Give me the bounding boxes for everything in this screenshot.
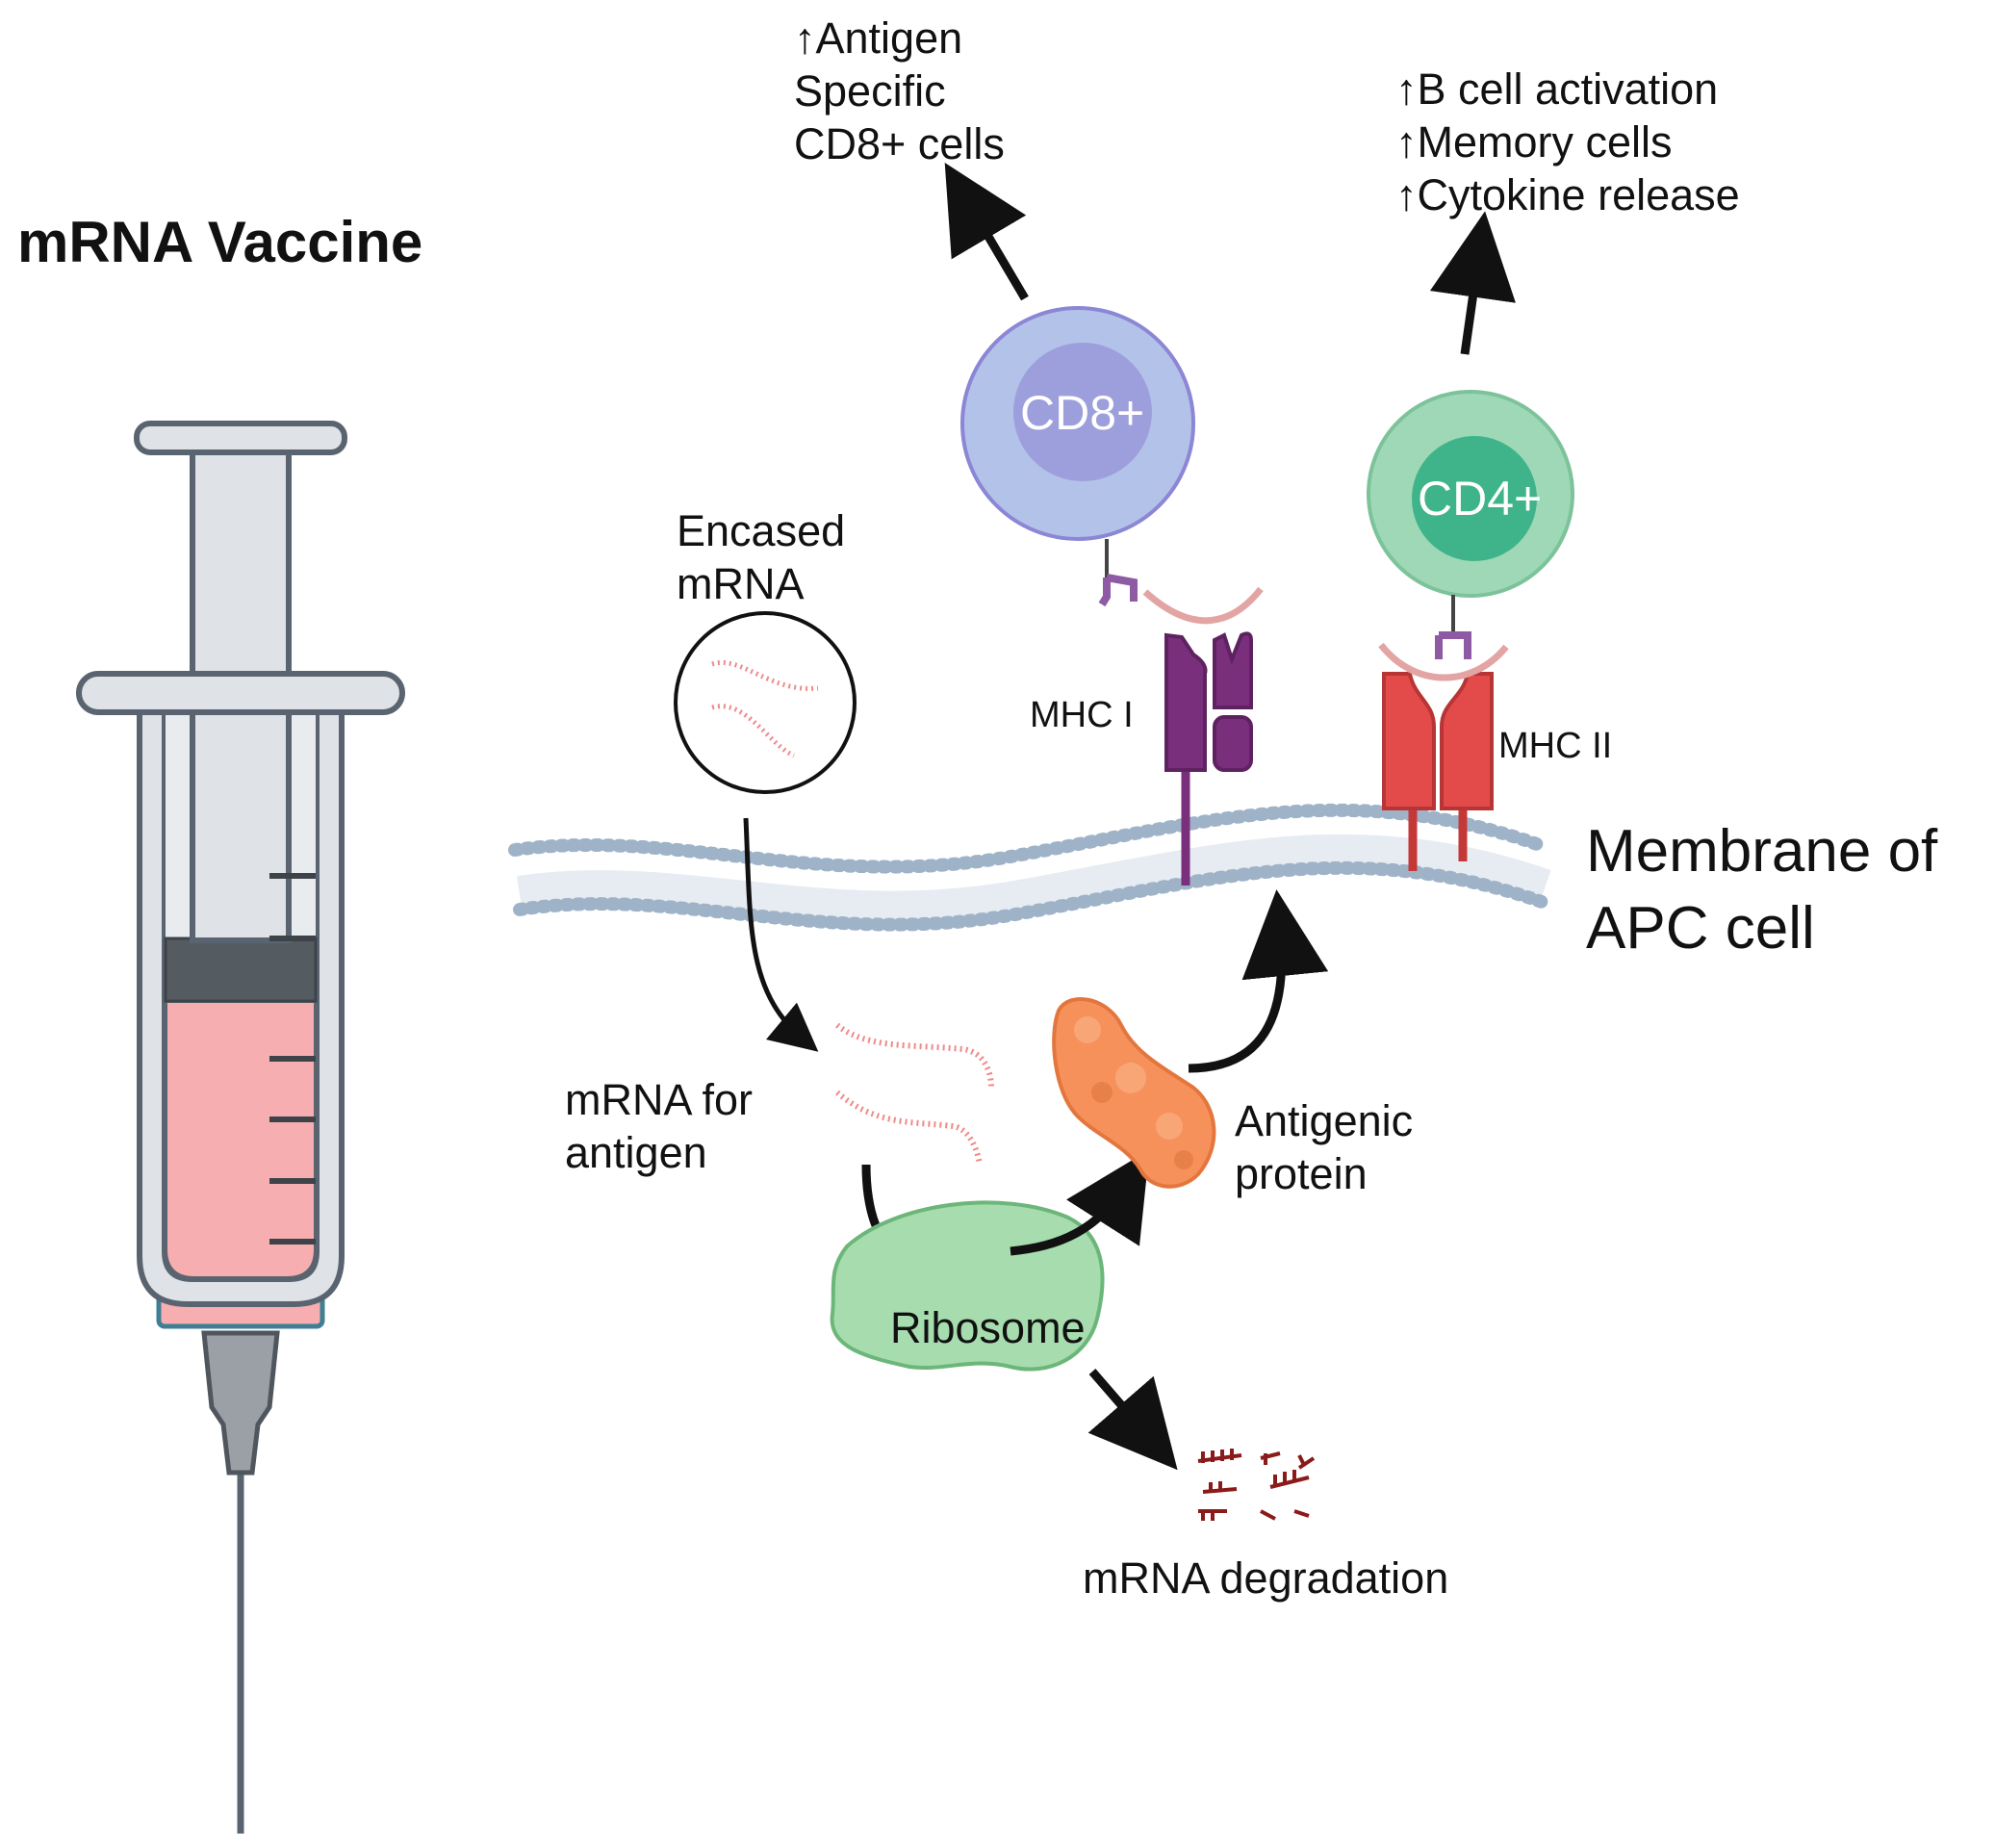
encased-label-line1: Encased <box>677 506 845 555</box>
mrna-antigen-label-line2: antigen <box>565 1128 707 1177</box>
protein-label-line2: protein <box>1235 1149 1368 1198</box>
mhc-class-1 <box>1164 631 1253 886</box>
syringe <box>76 421 405 1834</box>
mhc1-label: MHC I <box>1030 695 1134 735</box>
mrna-strand <box>711 659 819 691</box>
syringe-hub <box>201 1330 280 1476</box>
cd8-effect-line1: ↑Antigen <box>794 13 962 63</box>
mrna-strand <box>835 1090 983 1166</box>
arrow-uptake <box>743 817 819 1052</box>
degradation-label: mRNA degradation <box>1083 1553 1448 1603</box>
encased-label-line2: mRNA <box>677 559 805 608</box>
vaccine-liquid <box>164 999 318 1280</box>
plunger-seal <box>164 937 318 1003</box>
membrane-label-line2: APC cell <box>1586 895 1815 962</box>
ribosome-label: Ribosome <box>890 1303 1086 1352</box>
antigen-peptide <box>1378 642 1509 681</box>
antigen-peptide <box>1142 586 1264 625</box>
cd8-t-cell <box>960 306 1264 625</box>
mrna-antigen-label-line1: mRNA for <box>565 1075 753 1124</box>
tcr-receptor <box>1435 631 1471 659</box>
cd4-effect-line1: ↑B cell activation <box>1395 64 1718 114</box>
cd4-t-cell <box>1367 390 1574 681</box>
cd4-effect-line2: ↑Memory cells <box>1395 117 1673 167</box>
apc-membrane <box>508 803 1551 932</box>
plunger-thumb <box>134 421 347 455</box>
cd4-label: CD4+ <box>1418 472 1542 526</box>
cd8-effect-line2: Specific <box>794 66 946 116</box>
degraded-mrna-fragments <box>1197 1449 1316 1521</box>
arrow-presentation <box>1188 889 1329 1073</box>
cd8-label: CD8+ <box>1020 386 1144 440</box>
title: mRNA Vaccine <box>17 210 422 274</box>
protein-label-line1: Antigenic <box>1235 1096 1413 1145</box>
mhc-class-2 <box>1382 672 1494 871</box>
lipid-nanoparticle <box>674 611 857 794</box>
arrow-degradation <box>1087 1369 1178 1471</box>
arrow-translation-out <box>1010 1149 1150 1256</box>
arrow-cd8-effect <box>944 163 1029 301</box>
mhc2-label: MHC II <box>1498 726 1612 766</box>
arrow-cd4-effect <box>1429 211 1516 355</box>
membrane-label-line1: Membrane of <box>1586 818 1938 885</box>
cd8-effect-line3: CD8+ cells <box>794 119 1005 168</box>
tcr-receptor <box>1098 574 1138 607</box>
free-mrna <box>835 1022 994 1166</box>
finger-flange <box>76 671 405 715</box>
graduation-marks <box>269 873 316 1245</box>
cd4-effect-line3: ↑Cytokine release <box>1395 170 1740 219</box>
mrna-strand <box>835 1022 994 1089</box>
antigenic-protein <box>1052 997 1216 1189</box>
